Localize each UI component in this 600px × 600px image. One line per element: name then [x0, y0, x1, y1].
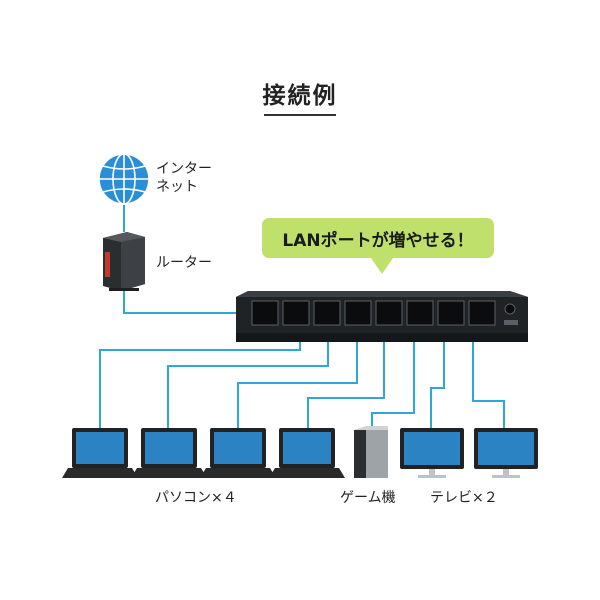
globe-icon [98, 153, 150, 205]
laptop-icon [131, 428, 207, 478]
diagram-title: 接続例 [262, 83, 338, 109]
label-internet-line2: ネット [156, 179, 198, 195]
label-game: ゲーム機 [340, 490, 396, 506]
cable-pc4 [307, 322, 385, 430]
game-console-icon [354, 426, 388, 478]
router-icon [103, 232, 145, 291]
cable-router-hub [123, 290, 262, 314]
label-pc: パソコン×４ [155, 490, 237, 506]
laptop-icon [200, 428, 276, 478]
monitor-icon [400, 428, 464, 478]
cable-pc2 [167, 322, 329, 430]
label-tv: テレビ×２ [430, 490, 498, 506]
hub-ports [251, 300, 496, 326]
laptop-icon [269, 428, 345, 478]
callout-tail [371, 258, 393, 274]
monitor-icon [474, 428, 538, 478]
label-router: ルーター [156, 255, 212, 271]
callout-bubble: LANポートが増やせる！ [262, 218, 494, 258]
laptop-icon [62, 428, 138, 478]
cable-tv1 [430, 322, 445, 428]
switching-hub [236, 291, 528, 342]
label-internet-line1: インター [156, 161, 212, 177]
cable-tv2 [472, 322, 505, 428]
title-underline [264, 114, 336, 116]
cable-pc3 [237, 322, 358, 430]
dc-in-port [504, 303, 516, 315]
cable-game [371, 322, 415, 428]
